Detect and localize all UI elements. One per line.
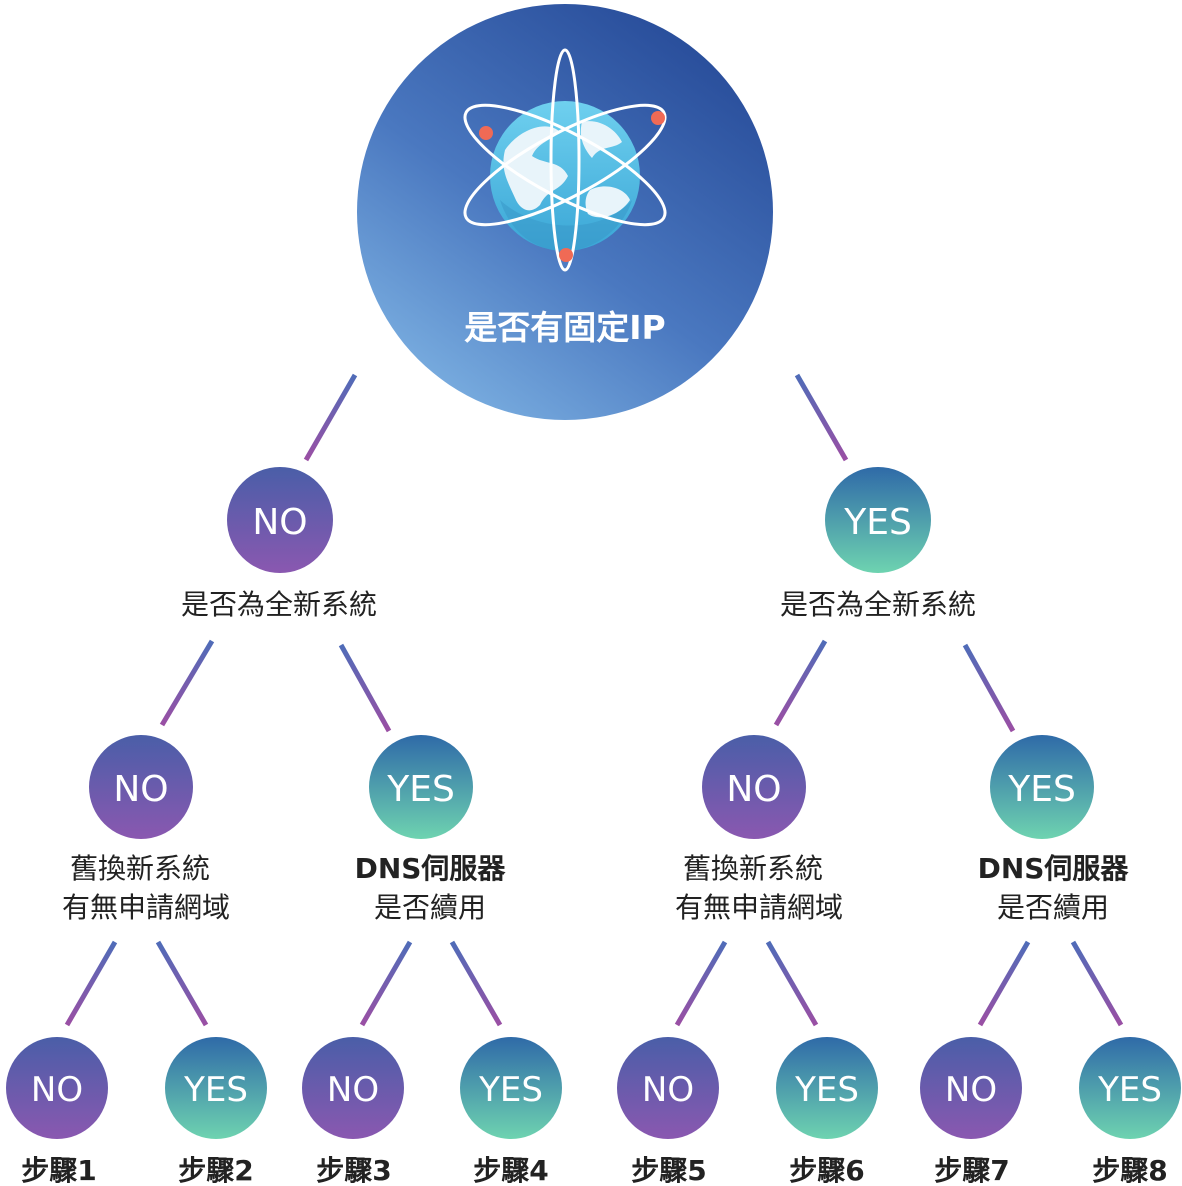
question-label: 是否為全新系統 (780, 588, 976, 621)
level2-node-3: NO 舊換新系統 有無申請網域 (675, 735, 843, 924)
answer-label: NO (327, 1070, 379, 1110)
level2-node-4: YES DNS伺服器 是否續用 (978, 735, 1130, 924)
question-label: 是否為全新系統 (181, 588, 377, 621)
answer-node-yes (825, 467, 931, 573)
connector-l2d-no (977, 940, 1031, 1027)
leaf-3: NO 步驟3 (302, 1037, 404, 1186)
answer-node-yes (369, 735, 473, 839)
level2-node-2: YES DNS伺服器 是否續用 (355, 735, 507, 924)
answer-label: YES (1097, 1070, 1162, 1110)
level1-right: YES 是否為全新系統 (780, 467, 976, 621)
answer-node-no (6, 1037, 108, 1139)
connector-l2d-yes (1070, 940, 1124, 1027)
connectors (64, 373, 1124, 1027)
connector-l2c-yes (765, 940, 819, 1027)
answer-label: NO (726, 769, 781, 810)
answer-label: YES (478, 1070, 543, 1110)
answer-label: YES (386, 769, 455, 810)
answer-label: NO (252, 502, 307, 543)
connector-l2c-no (674, 940, 728, 1027)
root-node: 是否有固定IP (357, 4, 773, 420)
step-label: 步驟5 (631, 1154, 706, 1186)
answer-node-no (227, 467, 333, 573)
answer-node-yes (1079, 1037, 1181, 1139)
connector-l2b-yes (449, 940, 503, 1027)
answer-label: YES (794, 1070, 859, 1110)
connector-l2a-no (64, 940, 118, 1027)
question-line-1: DNS伺服器 (978, 852, 1130, 885)
step-label: 步驟3 (316, 1154, 391, 1186)
question-line-1: DNS伺服器 (355, 852, 507, 885)
leaf-5: NO 步驟5 (617, 1037, 719, 1186)
leaf-1: NO 步驟1 (6, 1037, 108, 1186)
connector-l2b-no (359, 940, 413, 1027)
connector-root-yes (794, 373, 849, 462)
answer-node-no (920, 1037, 1022, 1139)
question-line-1: 舊換新系統 (683, 852, 823, 885)
question-line-2: 有無申請網域 (675, 891, 843, 924)
leaf-7: NO 步驟7 (920, 1037, 1022, 1186)
leaf-6: YES 步驟6 (776, 1037, 878, 1186)
answer-node-no (89, 735, 193, 839)
connector-l1-no-no (159, 639, 215, 727)
connector-l1-no-yes (338, 643, 392, 733)
answer-label: YES (1007, 769, 1076, 810)
question-line-2: 是否續用 (374, 891, 486, 924)
connector-l2a-yes (155, 940, 209, 1027)
answer-node-yes (776, 1037, 878, 1139)
level1-left: NO 是否為全新系統 (181, 467, 377, 621)
answer-node-yes (990, 735, 1094, 839)
question-line-2: 有無申請網域 (62, 891, 230, 924)
answer-label: NO (945, 1070, 997, 1110)
answer-label: YES (843, 502, 912, 543)
step-label: 步驟8 (1092, 1154, 1167, 1186)
connector-l1-yes-yes (962, 643, 1016, 733)
step-label: 步驟6 (789, 1154, 864, 1186)
question-line-2: 是否續用 (997, 891, 1109, 924)
step-label: 步驟2 (178, 1154, 253, 1186)
answer-node-no (702, 735, 806, 839)
step-label: 步驟1 (21, 1154, 96, 1186)
leaf-2: YES 步驟2 (165, 1037, 267, 1186)
answer-label: NO (31, 1070, 83, 1110)
step-label: 步驟4 (473, 1154, 548, 1186)
leaf-8: YES 步驟8 (1079, 1037, 1181, 1186)
answer-node-yes (460, 1037, 562, 1139)
answer-label: YES (183, 1070, 248, 1110)
answer-node-yes (165, 1037, 267, 1139)
connector-root-no (303, 373, 358, 462)
connector-l1-yes-no (773, 639, 828, 727)
level2-node-1: NO 舊換新系統 有無申請網域 (62, 735, 230, 924)
step-label: 步驟7 (934, 1154, 1009, 1186)
answer-label: NO (113, 769, 168, 810)
question-line-1: 舊換新系統 (70, 852, 210, 885)
root-question: 是否有固定IP (464, 308, 665, 347)
leaf-4: YES 步驟4 (460, 1037, 562, 1186)
globe-orbit-icon (463, 48, 667, 272)
answer-node-no (617, 1037, 719, 1139)
answer-node-no (302, 1037, 404, 1139)
answer-label: NO (642, 1070, 694, 1110)
